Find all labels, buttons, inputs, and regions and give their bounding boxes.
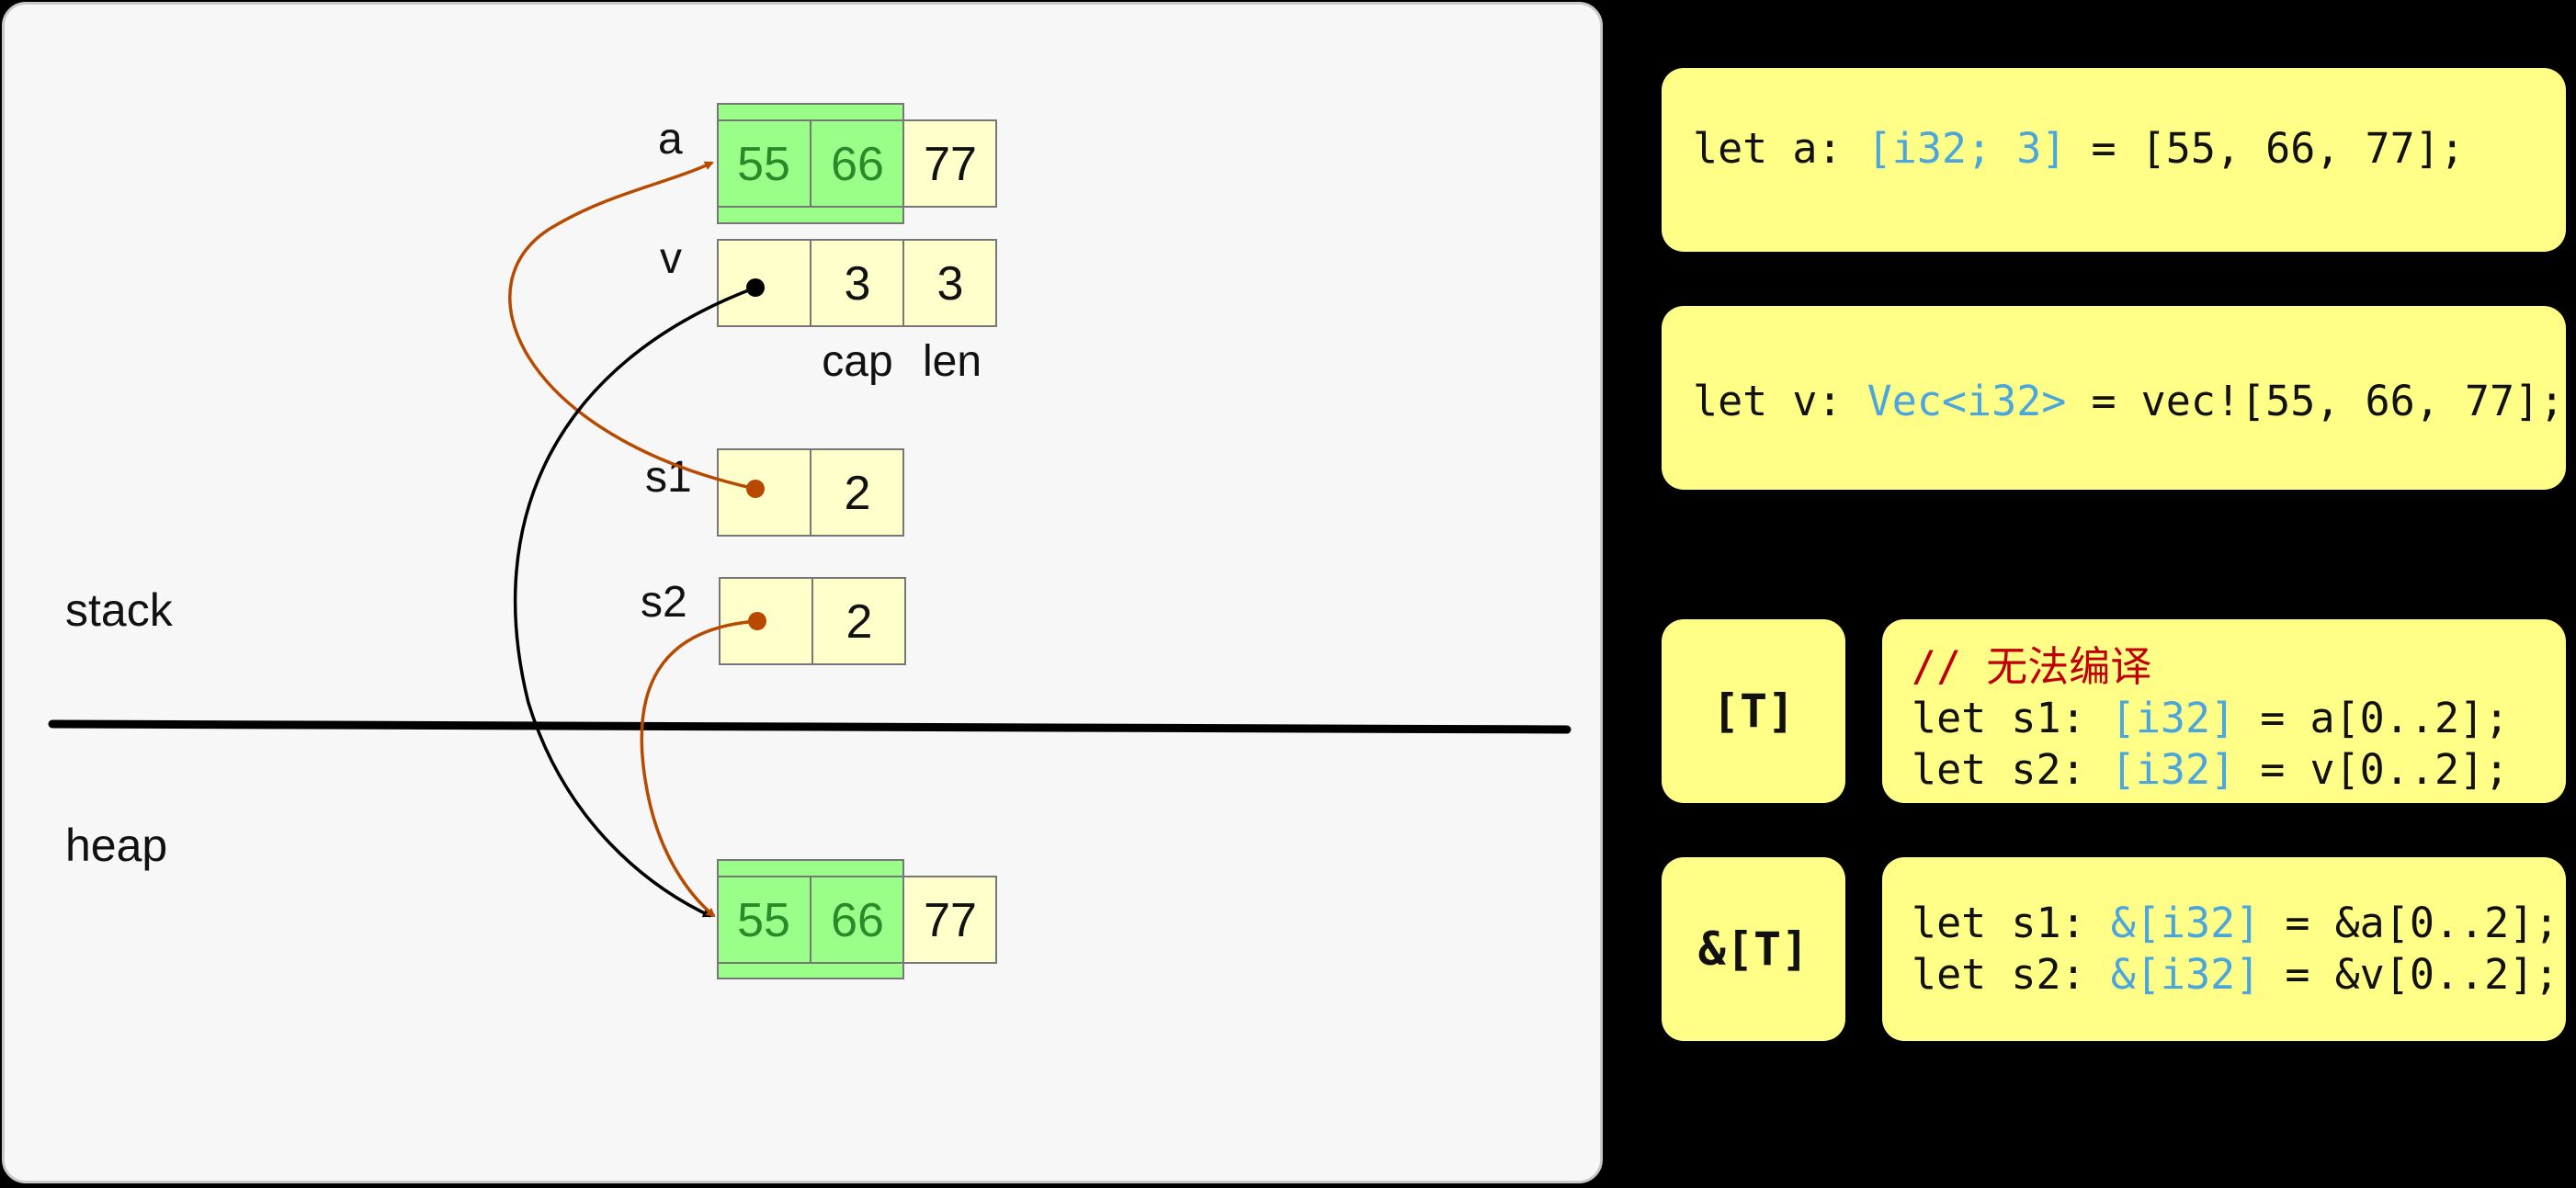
vec-decl-code: let v: Vec<i32> = vec![55, 66, 77];: [1693, 376, 2566, 426]
slice-code-line1-prefix: let s1:: [1912, 694, 2111, 742]
slice-s1-ptr-cell: [717, 448, 811, 537]
ref-code-line1-type: &[i32]: [2110, 899, 2261, 947]
ref-code-line1-prefix: let s1:: [1912, 899, 2111, 947]
var-s1-label: s1: [645, 453, 692, 502]
vec-v-cap-value: 3: [845, 257, 871, 311]
vec-decl-note: let v: Vec<i32> = vec![55, 66, 77];: [1662, 306, 2566, 490]
var-s2-label: s2: [641, 578, 687, 627]
cap-label: cap: [822, 337, 892, 386]
ref-code-line2-prefix: let s2:: [1912, 950, 2111, 999]
ref-slice-code-block: let s1: &[i32] = &a[0..2]; let s2: &[i32…: [1912, 898, 2566, 1001]
arrow-v-to-heap: [513, 286, 756, 918]
array-decl-note: let a: [i32; 3] = [55, 66, 77];: [1662, 68, 2566, 252]
array-decl-code: let a: [i32; 3] = [55, 66, 77];: [1693, 123, 2566, 174]
array-decl-suffix: = [55, 66, 77];: [2066, 124, 2465, 173]
var-a-label: a: [658, 115, 683, 164]
vec-v-cap-cell: [810, 239, 904, 327]
array-a-cell-2: [902, 119, 997, 208]
slice-code-block: // 无法编译 let s1: [i32] = a[0..2]; let s2:…: [1912, 641, 2566, 796]
ref-code-line2-suffix: = &v[0..2];: [2260, 950, 2559, 999]
array-a-value-2: 77: [924, 138, 977, 191]
slice-s2-len-cell: [811, 577, 906, 665]
arrow-s1-to-array-a: [508, 161, 756, 491]
heap-array-value-0: 55: [737, 894, 790, 947]
slice-s1-len-cell: [810, 448, 904, 537]
array-a-value-0: 55: [737, 138, 790, 191]
vec-decl-suffix: = vec![55, 66, 77];: [2066, 377, 2565, 425]
vec-v-len-cell: [902, 239, 997, 327]
heap-array-value-2: 77: [924, 894, 977, 947]
slice-code-line2-type: [i32]: [2110, 745, 2236, 794]
heap-array: 55 66 77: [717, 859, 997, 979]
slice-code-line1-type: [i32]: [2110, 694, 2236, 742]
slice-type-tag: [T]: [1662, 619, 1845, 803]
vec-v-ptr-cell: [717, 239, 811, 327]
slice-code-line1-suffix: = a[0..2];: [2235, 694, 2510, 742]
array-a-value-1: 66: [831, 138, 884, 191]
ref-slice-type-tag: &[T]: [1662, 857, 1845, 1041]
array-decl-type: [i32; 3]: [1867, 124, 2067, 173]
vec-v: 3 3: [717, 239, 997, 327]
ref-slice-code-note: let s1: &[i32] = &a[0..2]; let s2: &[i32…: [1882, 857, 2566, 1041]
slice-code-comment: // 无法编译: [1912, 642, 2152, 691]
slice-s2: 2: [719, 577, 906, 665]
vec-v-len-value: 3: [937, 257, 964, 311]
slice-s1: 2: [717, 448, 904, 537]
heap-array-value-1: 66: [831, 894, 884, 947]
slice-code-line2-prefix: let s2:: [1912, 745, 2111, 794]
len-label: len: [923, 337, 982, 386]
vec-decl-type: Vec<i32>: [1867, 377, 2067, 425]
ref-code-line2-type: &[i32]: [2110, 950, 2261, 999]
var-v-label: v: [660, 234, 682, 283]
vec-decl-prefix: let v:: [1693, 377, 1867, 425]
heap-label: heap: [65, 820, 167, 871]
ref-code-line1-suffix: = &a[0..2];: [2260, 899, 2559, 947]
arrow-s2-to-heap: [640, 619, 758, 918]
array-decl-prefix: let a:: [1693, 124, 1867, 173]
memory-diagram-panel: stack heap a 55 66 77 v 3 3: [2, 2, 1603, 1183]
heap-array-cell-2: [902, 876, 997, 964]
stack-label: stack: [65, 584, 174, 636]
slice-s2-len-value: 2: [846, 595, 873, 649]
slice-code-note: // 无法编译 let s1: [i32] = a[0..2]; let s2:…: [1882, 619, 2566, 803]
memory-diagram: stack heap a 55 66 77 v 3 3: [48, 103, 1572, 979]
slice-code-line2-suffix: = v[0..2];: [2235, 745, 2510, 794]
stack-heap-divider: [48, 719, 1572, 734]
array-a: 55 66 77: [717, 103, 997, 224]
slice-s1-len-value: 2: [845, 467, 871, 520]
